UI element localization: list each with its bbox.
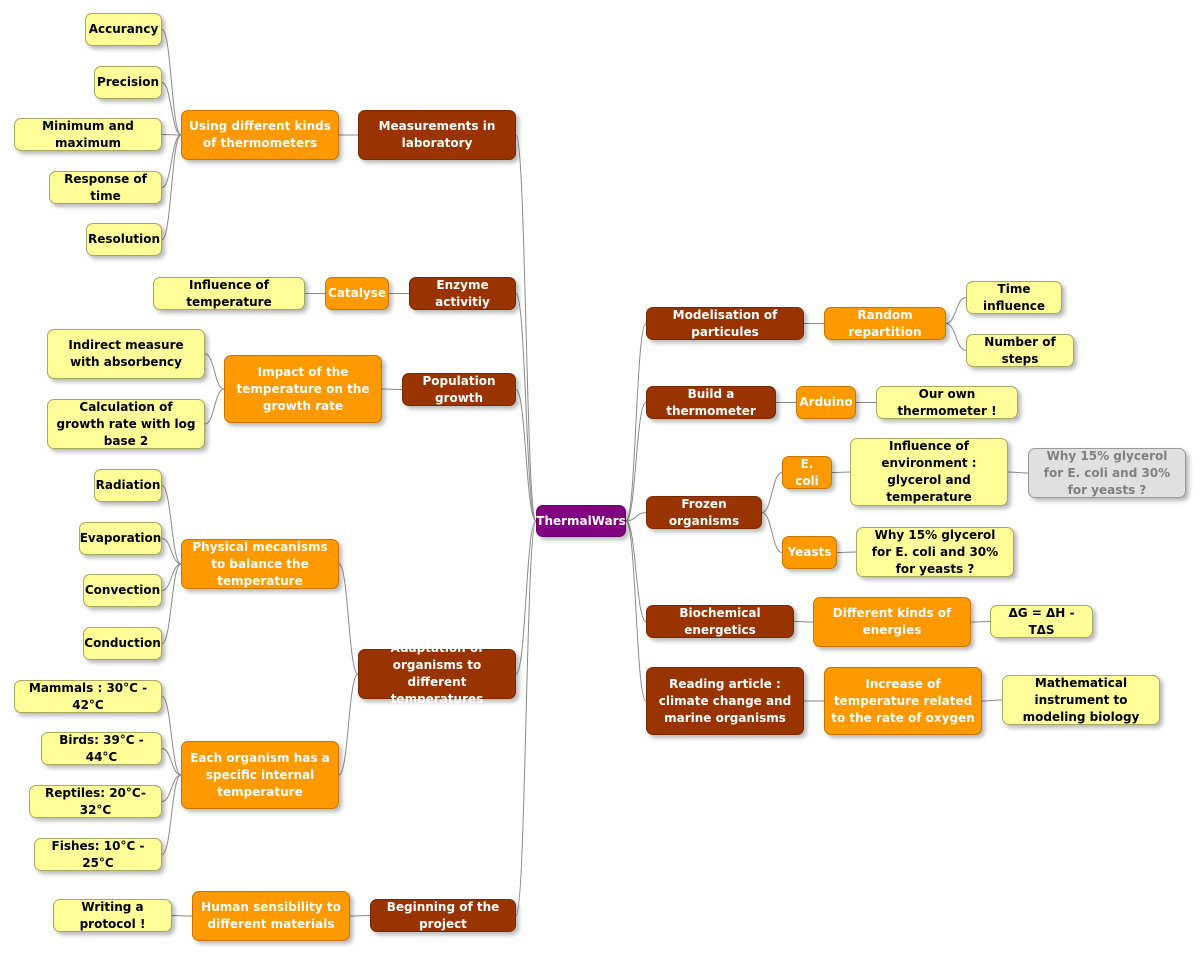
- mindmap-node-m3a[interactable]: Impact of the temperature on the growth …: [224, 355, 382, 423]
- connector-r3b-r3b1: [836, 551, 857, 553]
- connector-m4b-m4b1: [161, 696, 182, 776]
- connector-r3a-r3a1: [831, 471, 851, 473]
- mindmap-node-m4a2[interactable]: Evaporation: [79, 522, 162, 555]
- mindmap-node-m1a3[interactable]: Minimum and maximum: [14, 118, 162, 151]
- mindmap-node-m5a[interactable]: Human sensibility to different materials: [192, 891, 350, 941]
- connector-root-m2: [515, 293, 537, 522]
- mindmap-node-m3a2[interactable]: Calculation of growth rate with log base…: [47, 399, 205, 449]
- mindmap-node-m4b3[interactable]: Reptiles: 20°C- 32°C: [29, 785, 162, 818]
- mindmap-node-r3b1[interactable]: Why 15% glycerol for E. coli and 30% for…: [856, 527, 1014, 577]
- mindmap-node-r4a1[interactable]: ΔG = ΔH - TΔS: [990, 605, 1093, 638]
- connector-r3-r3b: [761, 512, 783, 553]
- connector-m4-m4b: [338, 673, 359, 776]
- connector-r3a1-r3a1a: [1007, 471, 1029, 474]
- connector-root-r2: [625, 402, 647, 522]
- mindmap-node-m4a3[interactable]: Convection: [83, 574, 162, 607]
- mindmap-node-m4[interactable]: Adaptation of organisms to different tem…: [358, 641, 516, 706]
- mindmap-node-r1a1[interactable]: Time influence: [966, 281, 1062, 314]
- connector-r1a-r1a1: [945, 297, 967, 324]
- mindmap-node-m4a1[interactable]: Radiation: [94, 469, 162, 502]
- mindmap-node-r3[interactable]: Frozen organisms: [646, 496, 762, 529]
- mindmap-node-root[interactable]: ThermalWars: [536, 505, 626, 537]
- connector-m1a-m1a3: [161, 134, 182, 136]
- connector-m4b-m4b4: [161, 774, 182, 855]
- connector-m1a-m1a4: [161, 134, 182, 188]
- connector-m4a-m4a1: [161, 485, 182, 565]
- connector-m1a-m1a2: [161, 82, 182, 136]
- connector-root-m3: [515, 389, 537, 522]
- mindmap-node-r3a[interactable]: E. coli: [782, 456, 832, 489]
- mindmap-node-m1a1[interactable]: Accurancy: [85, 13, 162, 46]
- mindmap-node-r4[interactable]: Biochemical energetics: [646, 605, 794, 638]
- mindmap-node-r1[interactable]: Modelisation of particules: [646, 307, 804, 340]
- mindmap-node-r4a[interactable]: Different kinds of energies: [813, 597, 971, 647]
- mindmap-node-r3a1[interactable]: Influence of environment : glycerol and …: [850, 438, 1008, 506]
- mindmap-node-m1a2[interactable]: Precision: [94, 66, 162, 99]
- connector-root-r3: [625, 512, 647, 522]
- connector-m4b-m4b2: [161, 748, 182, 776]
- mindmap-node-r5[interactable]: Reading article : climate change and mar…: [646, 667, 804, 735]
- mindmap-node-m1a[interactable]: Using different kinds of thermometers: [181, 110, 339, 160]
- mindmap-node-m4b[interactable]: Each organism has a specific internal te…: [181, 741, 339, 809]
- connector-root-r5: [625, 520, 647, 702]
- mindmap-node-m4b1[interactable]: Mammals : 30°C - 42°C: [14, 680, 162, 713]
- connector-m3a-m3a1: [204, 353, 225, 390]
- mindmap-node-m3[interactable]: Population growth: [402, 373, 516, 406]
- mindmap-node-r1a[interactable]: Random repartition: [824, 307, 946, 340]
- mindmap-node-m1a4[interactable]: Response of time: [49, 171, 162, 204]
- mindmap-node-r2[interactable]: Build a thermometer: [646, 386, 776, 419]
- connector-m1a-m1a1: [161, 29, 182, 136]
- connector-root-r1: [625, 323, 647, 522]
- mindmap-node-r3b[interactable]: Yeasts: [782, 536, 837, 569]
- mindmap-node-m5[interactable]: Beginning of the project: [370, 899, 516, 932]
- mindmap-node-r2a1[interactable]: Our own thermometer !: [876, 386, 1018, 419]
- connector-r4a-r4a1: [970, 621, 991, 623]
- connector-m4-m4a: [338, 563, 359, 675]
- connector-r1a-r1a2: [945, 323, 967, 351]
- mindmap-node-m3a1[interactable]: Indirect measure with absorbency: [47, 329, 205, 379]
- connector-m5-m5a: [349, 915, 371, 917]
- connector-m3a-m3a2: [204, 388, 225, 425]
- connector-root-m1: [515, 134, 537, 522]
- mindmap-node-m4a4[interactable]: Conduction: [83, 627, 162, 660]
- mindmap-node-m1[interactable]: Measurements in laboratory: [358, 110, 516, 160]
- connector-root-r4: [625, 520, 647, 622]
- mindmap-node-r3a1a[interactable]: Why 15% glycerol for E. coli and 30% for…: [1028, 448, 1186, 498]
- connector-r3-r3a: [761, 472, 783, 513]
- connector-m3-m3a: [381, 388, 403, 390]
- mindmap-node-r5a1[interactable]: Mathematical instrument to modeling biol…: [1002, 675, 1160, 725]
- connector-r5a-r5a1: [981, 699, 1003, 702]
- mindmap-node-m4b2[interactable]: Birds: 39°C - 44°C: [41, 732, 162, 765]
- mindmap-node-m5a1[interactable]: Writing a protocol !: [53, 899, 172, 932]
- connector-m4a-m4a4: [161, 563, 182, 644]
- mindmap-node-m4a[interactable]: Physical mecanisms to balance the temper…: [181, 539, 339, 589]
- mindmap-node-m2a[interactable]: Catalyse: [325, 277, 389, 310]
- connector-m1a-m1a5: [161, 134, 182, 240]
- mindmap-node-m4b4[interactable]: Fishes: 10°C - 25°C: [34, 838, 162, 871]
- connector-m5a-m5a1: [171, 915, 193, 917]
- mindmap-node-m1a5[interactable]: Resolution: [86, 223, 162, 256]
- connector-root-m4: [515, 520, 537, 675]
- mindmap-node-m2a1[interactable]: Influence of temperature: [153, 277, 305, 310]
- mindmap-node-m2[interactable]: Enzyme activitiy: [409, 277, 516, 310]
- connector-root-m5: [515, 520, 537, 916]
- connector-m4a-m4a2: [161, 538, 182, 565]
- connector-r4-r4a: [793, 621, 814, 623]
- mindmap-node-r5a[interactable]: Increase of temperature related to the r…: [824, 667, 982, 735]
- mindmap-node-r2a[interactable]: Arduino: [796, 386, 856, 419]
- mindmap-node-r1a2[interactable]: Number of steps: [966, 334, 1074, 367]
